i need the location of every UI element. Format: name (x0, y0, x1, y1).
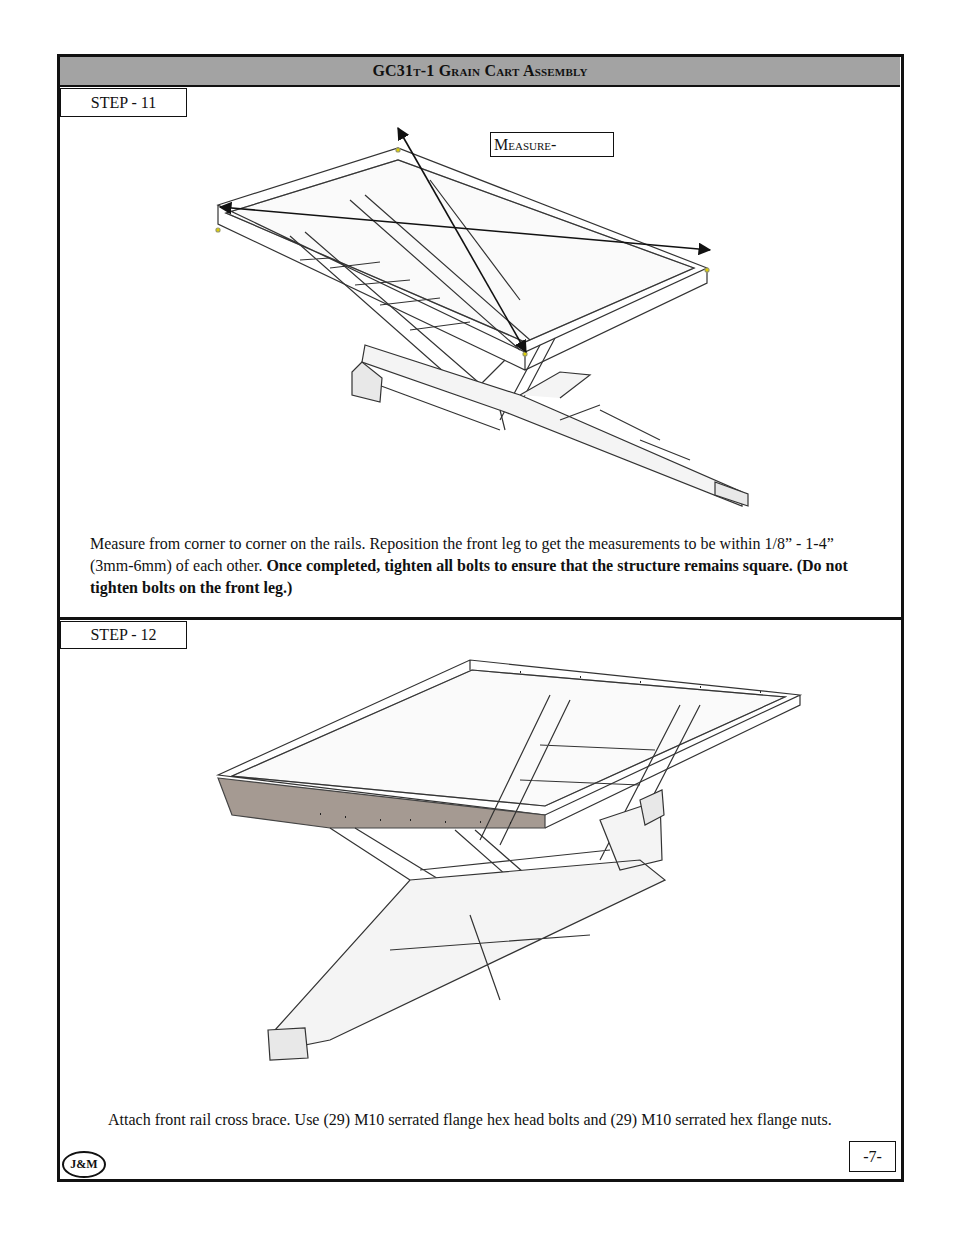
page-number: -7- (849, 1141, 896, 1172)
front-rail-cross-brace (218, 778, 545, 828)
grain-cart-frame-step-12 (218, 660, 800, 1060)
deck-fill (226, 160, 694, 342)
bolt-points (216, 148, 709, 356)
deck-rails (218, 148, 707, 370)
page-title: GC31t-1 Grain Cart Assembly (372, 62, 587, 80)
instruction-paragraph: Attach front rail cross brace. Use (29) … (108, 1109, 878, 1131)
grain-cart-frame-step-11 (216, 148, 748, 506)
measure-arrows (220, 128, 710, 352)
step-label: STEP - 11 (60, 88, 187, 117)
deck-rails (218, 660, 800, 828)
hitch (352, 362, 748, 506)
title-bar: GC31t-1 Grain Cart Assembly (60, 57, 900, 87)
brand-logo: J&M (62, 1151, 106, 1178)
step-divider (58, 617, 903, 620)
box-text: -7- (863, 1148, 882, 1166)
chassis (362, 345, 742, 506)
instruction-text: Attach front rail cross brace. Use (29) … (108, 1111, 832, 1128)
diagonal-arrow (220, 207, 710, 250)
measure-label: Measure- (490, 132, 614, 157)
instruction-paragraph: Measure from corner to corner on the rai… (90, 533, 870, 599)
step-label: STEP - 12 (60, 621, 187, 649)
diagonal-arrow (398, 128, 526, 352)
box-text: STEP - 12 (90, 626, 156, 644)
chassis (275, 800, 665, 1050)
box-text: Measure- (494, 136, 556, 154)
hitch (268, 790, 664, 1060)
box-text: J&M (70, 1157, 97, 1172)
box-text: STEP - 11 (91, 94, 156, 112)
rail-holes (320, 672, 761, 823)
